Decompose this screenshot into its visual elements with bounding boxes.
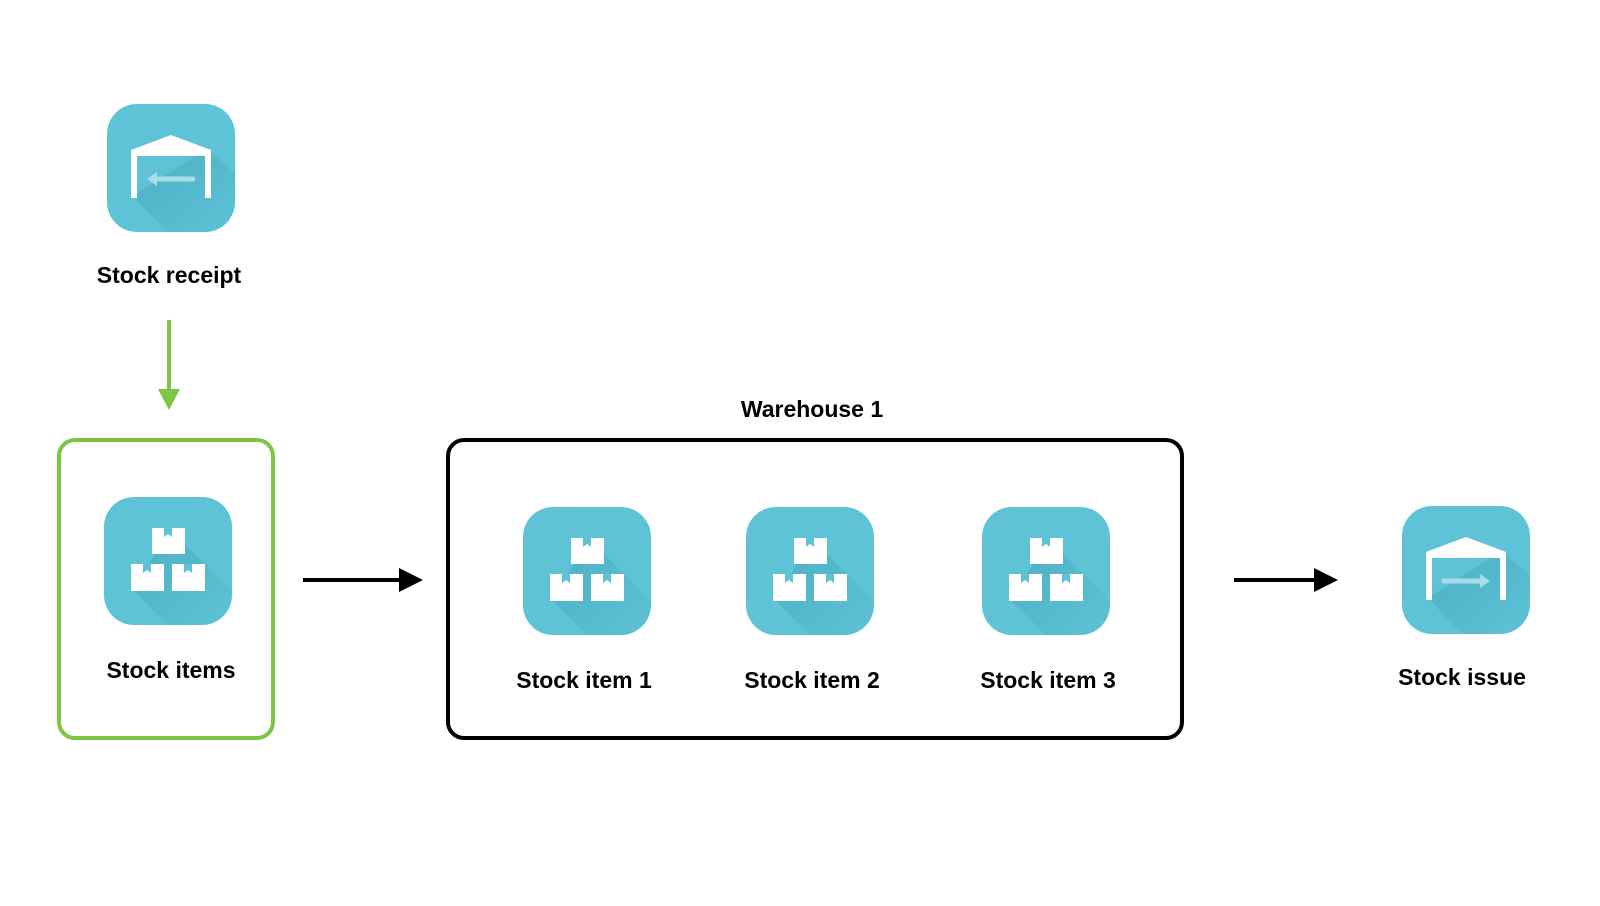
stock-issue-label: Stock issue — [1398, 664, 1526, 690]
warehouse-title: Warehouse 1 — [740, 396, 884, 422]
warehouse-container — [446, 438, 1184, 740]
stock-item-3-label: Stock item 3 — [980, 667, 1116, 693]
stock-items-label: Stock items — [106, 657, 236, 683]
warehouse-outbound-icon — [1402, 506, 1530, 634]
stock-items-container — [57, 438, 275, 740]
stock-item-1-label: Stock item 1 — [516, 667, 652, 693]
stock-item-2-label: Stock item 2 — [744, 667, 880, 693]
stock-receipt-label: Stock receipt — [96, 262, 242, 288]
